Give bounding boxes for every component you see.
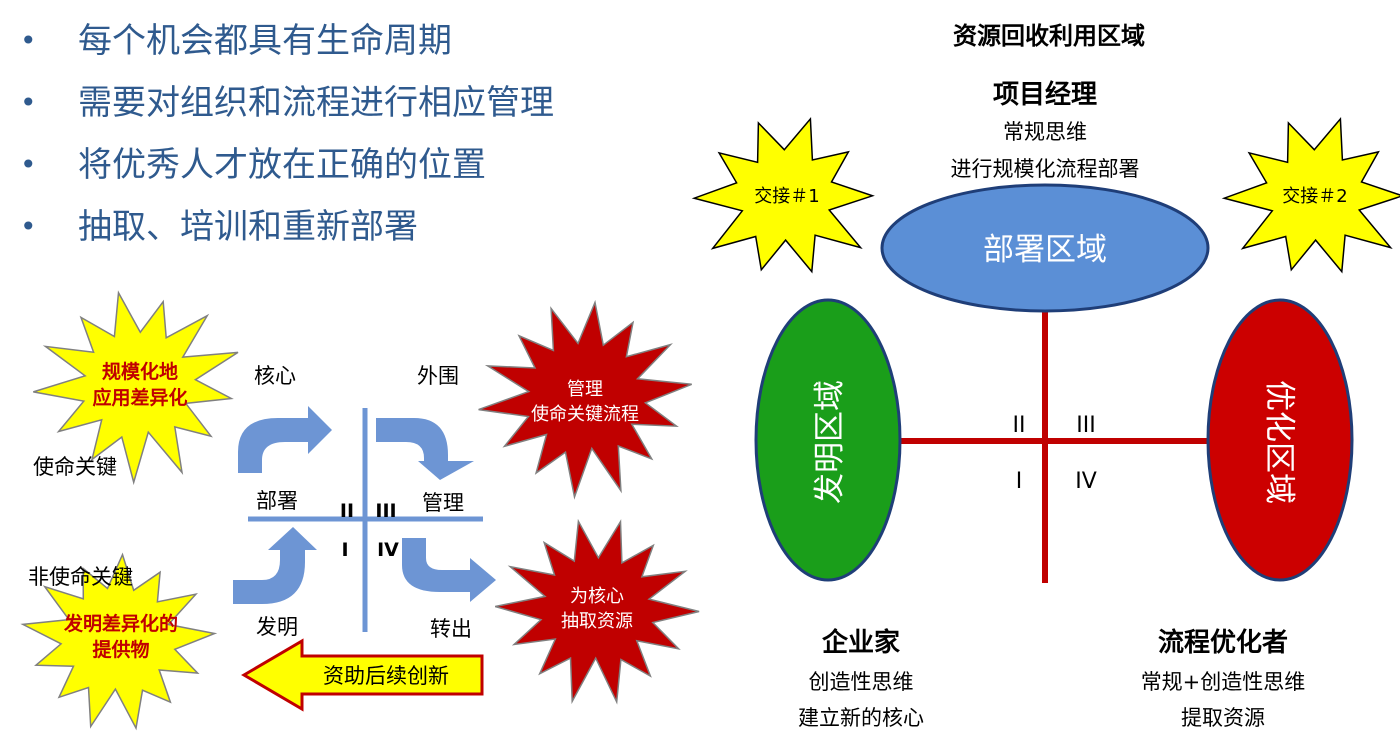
curved-arrow-up-right-top [238, 406, 332, 473]
handoff-1-label: 交接＃1 [754, 186, 819, 207]
right-quadrant-2: II [1013, 413, 1026, 438]
burst-top-right-line1: 管理 [567, 379, 603, 400]
left-quadrant-3: III [375, 500, 396, 522]
label-periphery: 外围 [417, 364, 459, 388]
burst-top-right-line2: 使命关键流程 [531, 404, 639, 425]
deploy-zone-label: 部署区域 [983, 232, 1107, 268]
label-deploy: 部署 [256, 489, 298, 513]
bullet-list: •每个机会都具有生命周期 •需要对组织和流程进行相应管理 •将优秀人才放在正确的… [20, 10, 554, 258]
bullet-dot-icon: • [20, 24, 37, 57]
bullet-item: •需要对组织和流程进行相应管理 [20, 72, 554, 134]
pm-title: 项目经理 [993, 79, 1097, 110]
red-burst-top-right [478, 299, 692, 500]
burst-top-left-line2: 应用差异化 [92, 386, 187, 409]
invent-zone [754, 298, 902, 582]
curved-arrow-down-right [402, 538, 496, 602]
left-quadrant-1: I [341, 539, 348, 561]
handoff-burst-1 [691, 116, 875, 274]
right-quadrant-3: III [1076, 413, 1095, 438]
optimizer-title: 流程优化者 [1158, 628, 1288, 658]
bullet-item: •抽取、培训和重新部署 [20, 196, 554, 258]
entrepreneur-title: 企业家 [822, 627, 900, 658]
funding-arrow-label: 资助后续创新 [323, 664, 449, 688]
burst-bottom-left-line2: 提供物 [92, 638, 149, 661]
optimize-zone-label: 优化区域 [1261, 380, 1297, 504]
label-non-mission-critical: 非使命关键 [28, 565, 133, 589]
label-core: 核心 [254, 364, 296, 388]
label-transfer: 转出 [430, 617, 472, 641]
optimize-zone [1206, 298, 1354, 582]
right-quadrant-4: IV [1075, 469, 1097, 494]
burst-bottom-right-line1: 为核心 [570, 586, 624, 607]
burst-bottom-right-line2: 抽取资源 [561, 611, 633, 632]
label-mission-critical: 使命关键 [33, 455, 117, 479]
burst-top-left-line1: 规模化地 [102, 360, 178, 383]
right-title: 资源回收利用区域 [953, 22, 1145, 50]
invent-zone-label: 发明区域 [812, 380, 848, 504]
handoff-2-label: 交接＃2 [1282, 186, 1347, 207]
pm-line1: 常规思维 [1003, 120, 1087, 144]
entrepreneur-line1: 创造性思维 [809, 670, 914, 694]
yellow-burst-bottom-left [20, 552, 218, 731]
label-invent: 发明 [256, 615, 298, 639]
handoff-burst-2 [1221, 116, 1400, 274]
right-quadrant-1: I [1016, 469, 1023, 494]
deploy-zone [880, 183, 1210, 313]
red-burst-bottom-right [494, 518, 700, 705]
optimizer-line1: 常规+创造性思维 [1141, 670, 1306, 694]
bullet-dot-icon: • [20, 210, 37, 243]
optimizer-line2: 提取资源 [1181, 706, 1265, 730]
funding-arrow [241, 638, 484, 712]
bullet-item: •将优秀人才放在正确的位置 [20, 134, 554, 196]
left-quadrant-2: II [340, 500, 354, 522]
entrepreneur-line2: 建立新的核心 [798, 706, 924, 730]
left-quadrant-4: IV [377, 539, 399, 561]
bullet-dot-icon: • [20, 148, 37, 181]
yellow-burst-top-left [33, 290, 239, 486]
bullet-item: •每个机会都具有生命周期 [20, 10, 554, 72]
bullet-dot-icon: • [20, 86, 37, 119]
pm-line2: 进行规模化流程部署 [951, 157, 1140, 181]
burst-bottom-left-line1: 发明差异化的 [63, 612, 178, 635]
curved-arrow-right-down [376, 418, 474, 480]
curved-arrow-up-right-bottom [233, 527, 317, 604]
label-manage: 管理 [422, 491, 464, 515]
